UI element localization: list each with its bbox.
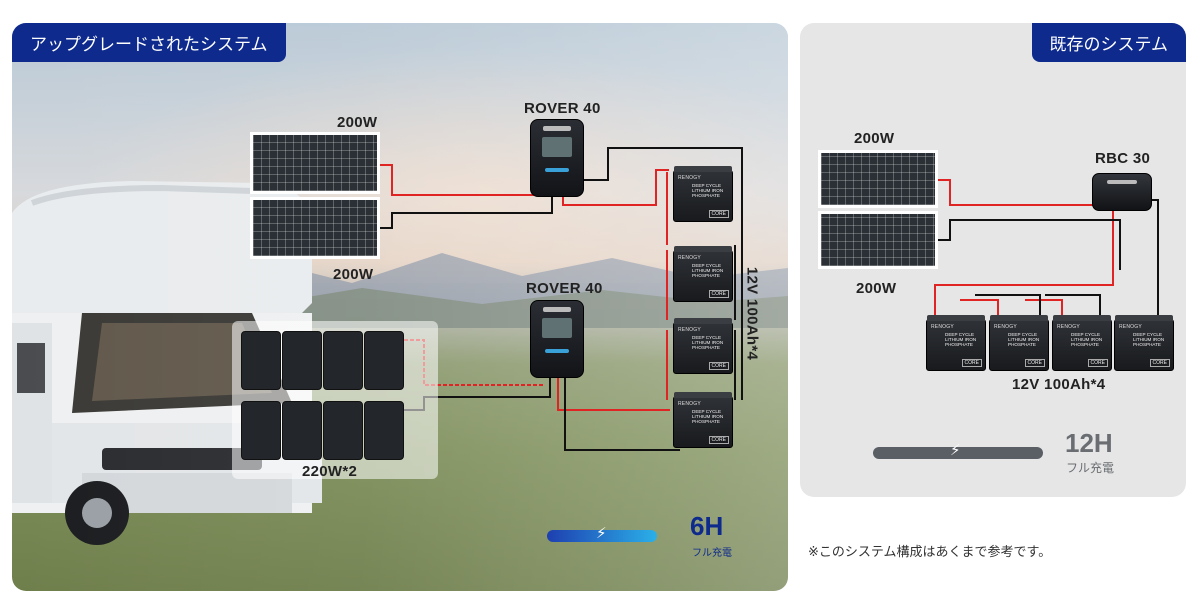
upgraded-battery-label: 12V 100Ah*4 <box>743 266 761 361</box>
wire-neg-top-left <box>380 195 553 229</box>
battery-type: DEEP CYCLE LITHIUM IRON PHOSPHATE <box>1071 332 1103 347</box>
battery-type: DEEP CYCLE LITHIUM IRON PHOSPHATE <box>692 263 724 278</box>
existing-panel-bottom-label: 200W <box>856 280 897 297</box>
existing-system-tag: 既存のシステム <box>1031 23 1186 62</box>
solar-panel-top-2 <box>250 197 380 259</box>
existing-battery-label: 12V 100Ah*4 <box>1012 376 1106 393</box>
folding-panel-2c <box>323 401 363 460</box>
existing-controller-label: RBC 30 <box>1095 150 1151 167</box>
battery-left-1: RENOGY DEEP CYCLE LITHIUM IRON PHOSPHATE… <box>673 166 733 222</box>
wire-right-neg-panels <box>938 219 1121 270</box>
battery-left-4: RENOGY DEEP CYCLE LITHIUM IRON PHOSPHATE… <box>673 392 733 448</box>
rover-controller-bottom <box>530 300 584 378</box>
existing-charge-bar <box>873 447 1043 459</box>
existing-charge-hours: 12H <box>1065 428 1113 458</box>
wire-pos-top-left <box>380 164 549 196</box>
lightning-bolt-icon: ⚡ <box>596 525 607 542</box>
battery-type: DEEP CYCLE LITHIUM IRON PHOSPHATE <box>945 332 977 347</box>
wire-right-batt-chain-neg <box>975 294 1101 318</box>
battery-brand: RENOGY <box>678 401 701 407</box>
battery-left-2: RENOGY DEEP CYCLE LITHIUM IRON PHOSPHATE… <box>673 246 733 302</box>
wire-ctrl-top-pos <box>562 169 669 206</box>
upgraded-system-tag: アップグレードされたシステム <box>12 23 286 62</box>
battery-model: CORE <box>708 210 729 218</box>
solar-panel-top-1 <box>250 132 380 194</box>
battery-right-1: RENOGY DEEP CYCLE LITHIUM IRON PHOSPHATE… <box>926 315 986 371</box>
folding-panel-1d <box>364 331 404 390</box>
folding-panel-2a <box>241 401 281 460</box>
battery-model: CORE <box>1149 359 1170 367</box>
lightning-bolt-icon: ⚡ <box>950 442 961 459</box>
wire-ctrl-bottom-neg <box>564 378 680 451</box>
folding-panel-label: 220W*2 <box>302 463 358 480</box>
existing-solar-panel-1 <box>818 150 938 208</box>
battery-model: CORE <box>708 436 729 444</box>
wire-right-pos-panels <box>938 179 1114 265</box>
rbc-controller <box>1092 173 1152 211</box>
footnote: ※このシステム構成はあくまで参考です。 <box>808 544 1052 559</box>
upgraded-panel-bottom-label: 200W <box>333 266 374 283</box>
battery-brand: RENOGY <box>931 324 954 330</box>
battery-model: CORE <box>708 362 729 370</box>
battery-brand: RENOGY <box>994 324 1017 330</box>
existing-solar-panel-2 <box>818 211 938 269</box>
battery-right-3: RENOGY DEEP CYCLE LITHIUM IRON PHOSPHATE… <box>1052 315 1112 371</box>
upgraded-charge-bar <box>547 530 657 542</box>
scene-fade <box>12 23 788 591</box>
wire-ctrl-bottom-pos <box>557 378 670 411</box>
battery-brand: RENOGY <box>1119 324 1142 330</box>
wire-ctrl-top-neg <box>580 147 743 243</box>
folding-panel-1c <box>323 331 363 390</box>
battery-brand: RENOGY <box>678 175 701 181</box>
battery-type: DEEP CYCLE LITHIUM IRON PHOSPHATE <box>1008 332 1040 347</box>
wire-right-batt-chain-pos <box>960 299 1063 318</box>
battery-right-4: RENOGY DEEP CYCLE LITHIUM IRON PHOSPHATE… <box>1114 315 1174 371</box>
battery-left-3: RENOGY DEEP CYCLE LITHIUM IRON PHOSPHATE… <box>673 318 733 374</box>
battery-type: DEEP CYCLE LITHIUM IRON PHOSPHATE <box>1133 332 1165 347</box>
existing-panel-top-label: 200W <box>854 130 895 147</box>
battery-model: CORE <box>708 290 729 298</box>
battery-model: CORE <box>1024 359 1045 367</box>
battery-type: DEEP CYCLE LITHIUM IRON PHOSPHATE <box>692 335 724 350</box>
battery-right-2: RENOGY DEEP CYCLE LITHIUM IRON PHOSPHATE… <box>989 315 1049 371</box>
battery-model: CORE <box>1087 359 1108 367</box>
wire-right-pos-batt <box>934 265 1114 318</box>
upgraded-charge-sub: フル充電 <box>692 548 732 559</box>
battery-brand: RENOGY <box>678 327 701 333</box>
battery-brand: RENOGY <box>1057 324 1080 330</box>
battery-model: CORE <box>961 359 982 367</box>
battery-type: DEEP CYCLE LITHIUM IRON PHOSPHATE <box>692 409 724 424</box>
folding-panel-1a <box>241 331 281 390</box>
folding-panel-2d <box>364 401 404 460</box>
battery-type: DEEP CYCLE LITHIUM IRON PHOSPHATE <box>692 183 724 198</box>
controller-bottom-label: ROVER 40 <box>526 280 603 297</box>
battery-brand: RENOGY <box>678 255 701 261</box>
upgraded-panel-top-label: 200W <box>337 114 378 131</box>
folding-panel-2b <box>282 401 322 460</box>
folding-panel-1b <box>282 331 322 390</box>
existing-charge-sub: フル充電 <box>1066 461 1115 475</box>
upgraded-charge-hours: 6H <box>690 511 724 541</box>
wire-right-neg-batt <box>1150 199 1159 318</box>
controller-top-label: ROVER 40 <box>524 100 601 117</box>
rover-controller-top <box>530 119 584 197</box>
